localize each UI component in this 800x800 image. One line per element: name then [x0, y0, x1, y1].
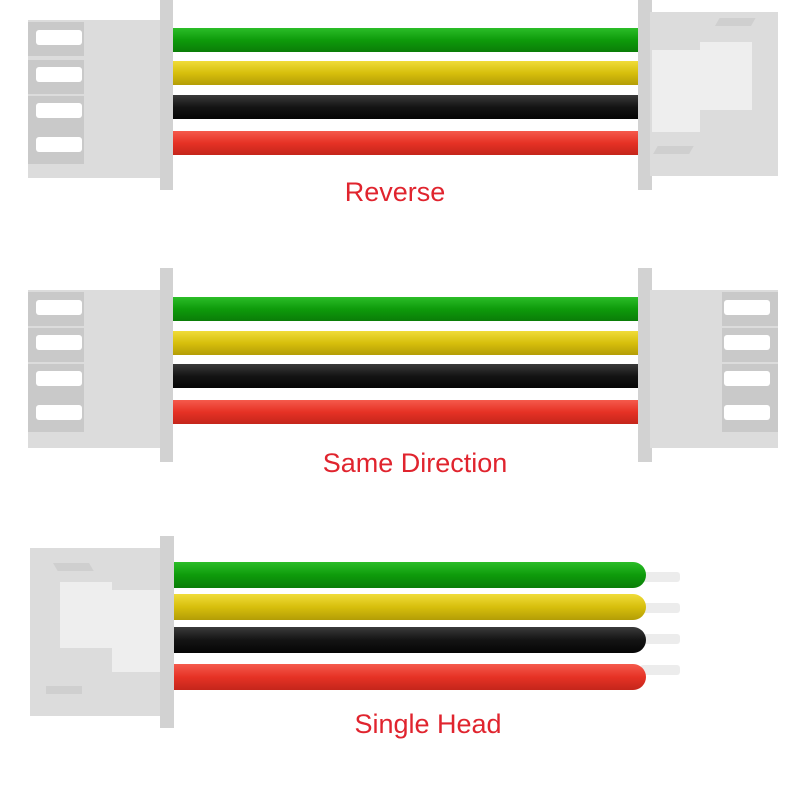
pin-slot [28, 130, 84, 164]
pin-slot [28, 292, 84, 326]
wire-green [172, 297, 638, 321]
pin-slot [28, 96, 84, 130]
pin-slot [722, 364, 778, 398]
wire-yellow [160, 594, 646, 620]
pin-slot [28, 328, 84, 362]
left-pin-housing [28, 0, 173, 190]
wire-red [160, 664, 646, 690]
pin-slot [722, 328, 778, 362]
wire-black [172, 95, 638, 119]
tinned-end [640, 665, 680, 675]
wire-yellow [172, 331, 638, 355]
left-pin-housing [28, 268, 173, 462]
reverse-label: Reverse [345, 177, 446, 207]
single-head-wires [160, 562, 646, 690]
wire-red [172, 400, 638, 424]
same-direction-wires [172, 297, 638, 424]
pin-slot [28, 364, 84, 398]
same-direction-label: Same Direction [323, 448, 508, 478]
right-pin-housing [638, 268, 778, 462]
right-latch-housing [638, 0, 778, 190]
wire-green [172, 28, 638, 52]
wire-black [160, 627, 646, 653]
wire-yellow [172, 61, 638, 85]
single-head-label: Single Head [354, 709, 501, 739]
pin-slot [722, 398, 778, 432]
same-direction-diagram: Same Direction [28, 268, 778, 478]
tinned-end [640, 634, 680, 644]
tinned-wire-ends [640, 572, 680, 675]
tinned-end [640, 603, 680, 613]
pin-slot [28, 60, 84, 94]
wire-black [172, 364, 638, 388]
wire-green [160, 562, 646, 588]
tinned-end [640, 572, 680, 582]
reverse-diagram: Reverse [28, 0, 778, 207]
pin-slot [28, 22, 84, 56]
left-latch-housing [30, 536, 174, 728]
reverse-wires [172, 28, 638, 155]
single-head-diagram: Single Head [30, 536, 680, 739]
pin-slot [28, 398, 84, 432]
pin-slot [722, 292, 778, 326]
wire-red [172, 131, 638, 155]
